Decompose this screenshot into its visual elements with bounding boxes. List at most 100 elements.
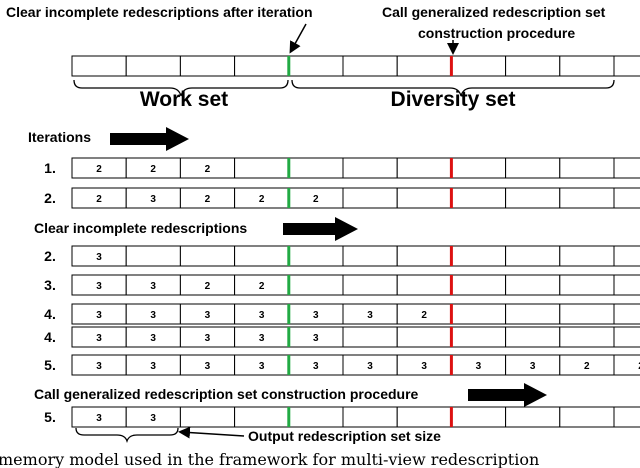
iterations-arrow xyxy=(110,127,189,151)
cell-value: 3 xyxy=(150,310,156,321)
memory-cell xyxy=(234,245,290,267)
cell-value: 3 xyxy=(205,310,211,321)
memory-cell xyxy=(342,157,398,179)
output-pointer-arrow xyxy=(178,426,245,439)
cell-value: 2 xyxy=(313,194,319,205)
memory-cell xyxy=(71,55,127,77)
cell-value: 2 xyxy=(259,194,265,205)
row-2-bar: 2 3 2 2 2 xyxy=(71,187,640,209)
cell-value: 3 xyxy=(367,361,373,372)
cell-value: 3 xyxy=(96,413,102,424)
memory-cell xyxy=(396,274,452,296)
row-label: 3. xyxy=(44,277,56,293)
iterations-label: Iterations xyxy=(28,129,91,145)
memory-cell xyxy=(450,187,507,209)
memory-cell xyxy=(505,274,561,296)
memory-cell xyxy=(505,245,561,267)
memory-cell xyxy=(559,245,615,267)
memory-cell xyxy=(505,406,561,428)
cell-value: 2 xyxy=(96,194,102,205)
memory-cell xyxy=(613,245,640,267)
cell-value: 3 xyxy=(150,361,156,372)
memory-cell xyxy=(125,55,181,77)
cell-value: 3 xyxy=(476,361,482,372)
output-brace xyxy=(75,427,179,444)
memory-cell xyxy=(342,406,398,428)
output-size-label: Output redescription set size xyxy=(248,428,441,444)
row-label: 1. xyxy=(44,160,56,176)
memory-cell xyxy=(505,303,561,325)
work-set-label: Work set xyxy=(140,88,228,111)
memory-cell xyxy=(505,157,561,179)
cell-value: 3 xyxy=(367,310,373,321)
memory-cell xyxy=(505,55,561,77)
memory-cell xyxy=(396,406,452,428)
memory-cell xyxy=(342,274,398,296)
memory-cell xyxy=(505,326,561,348)
diversity-set-brace xyxy=(291,79,615,97)
cell-value: 3 xyxy=(96,361,102,372)
memory-cell xyxy=(450,326,507,348)
cell-value: 2 xyxy=(584,361,590,372)
memory-cell xyxy=(396,187,452,209)
memory-cell xyxy=(234,157,290,179)
memory-cell xyxy=(559,157,615,179)
memory-cell xyxy=(288,274,344,296)
row-label: 4. xyxy=(44,329,56,345)
memory-cell xyxy=(396,245,452,267)
memory-cell xyxy=(613,187,640,209)
memory-cell xyxy=(179,406,236,428)
memory-cell xyxy=(450,245,507,267)
cell-value: 3 xyxy=(421,361,427,372)
memory-cell xyxy=(559,187,615,209)
cell-value: 3 xyxy=(313,361,319,372)
row-7-bar: 33333333322 xyxy=(71,354,640,376)
memory-cell xyxy=(559,274,615,296)
memory-cell xyxy=(450,303,507,325)
cell-value: 3 xyxy=(530,361,536,372)
memory-cell xyxy=(613,157,640,179)
cell-value: 3 xyxy=(96,310,102,321)
memory-cell xyxy=(179,55,236,77)
cell-value: 2 xyxy=(421,310,427,321)
clear-pointer-arrow xyxy=(289,23,307,54)
memory-cell xyxy=(559,55,615,77)
memory-cell xyxy=(234,55,290,77)
cell-value: 3 xyxy=(150,413,156,424)
memory-cell xyxy=(288,55,344,77)
cell-value: 2 xyxy=(150,164,156,175)
figure-caption: memory model used in the framework for m… xyxy=(0,450,539,468)
cell-value: 3 xyxy=(150,194,156,205)
cell-value: 3 xyxy=(96,252,102,263)
memory-cell xyxy=(559,406,615,428)
memory-cell xyxy=(342,245,398,267)
memory-cell xyxy=(613,326,640,348)
cell-value: 2 xyxy=(259,281,265,292)
memory-cell xyxy=(342,326,398,348)
clear-incomplete-label: Clear incomplete redescriptions xyxy=(34,220,247,236)
memory-cell xyxy=(613,274,640,296)
memory-cell xyxy=(396,55,452,77)
memory-cell xyxy=(505,187,561,209)
memory-cell xyxy=(559,303,615,325)
cell-value: 3 xyxy=(96,333,102,344)
cell-value: 2 xyxy=(638,361,640,372)
memory-cell xyxy=(613,303,640,325)
memory-cell xyxy=(613,406,640,428)
call-procedure-label-line1: Call generalized redescription set xyxy=(382,4,606,20)
memory-cell xyxy=(125,245,181,267)
memory-cell xyxy=(179,245,236,267)
cell-value: 2 xyxy=(205,194,211,205)
row-label: 2. xyxy=(44,248,56,264)
memory-cell xyxy=(288,406,344,428)
memory-cell xyxy=(450,55,507,77)
memory-cell xyxy=(450,406,507,428)
cell-value: 3 xyxy=(313,333,319,344)
cell-value: 3 xyxy=(259,333,265,344)
memory-cell xyxy=(613,354,640,376)
